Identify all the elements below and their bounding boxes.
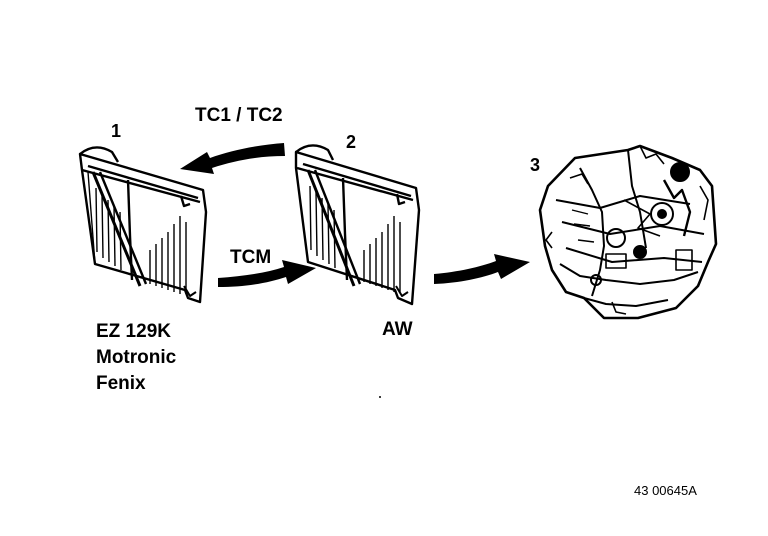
control-unit-2 [294, 144, 421, 306]
control-unit-2-label: AW [382, 319, 413, 340]
item-number-3: 3 [530, 155, 541, 175]
tc-signal-label: TC1 / TC2 [195, 105, 283, 126]
control-unit-1-label-line-3: Fenix [96, 373, 146, 394]
item-number-2: 2 [346, 132, 357, 152]
reference-number: 43 00645A [634, 483, 697, 498]
control-unit-1-label-line-1: EZ 129K [96, 321, 171, 342]
tc-signal-arrow [180, 143, 285, 174]
transmission-assembly [538, 144, 718, 320]
stray-dot [379, 396, 381, 398]
control-unit-1 [78, 146, 208, 304]
item-number-1: 1 [111, 121, 122, 141]
tcm-signal-arrow [218, 260, 316, 287]
control-unit-1-label-line-2: Motronic [96, 347, 177, 368]
control-unit-1-label: EZ 129K Motronic Fenix [96, 319, 176, 397]
output-signal-arrow [434, 254, 530, 284]
tcm-signal-label: TCM [230, 247, 272, 268]
